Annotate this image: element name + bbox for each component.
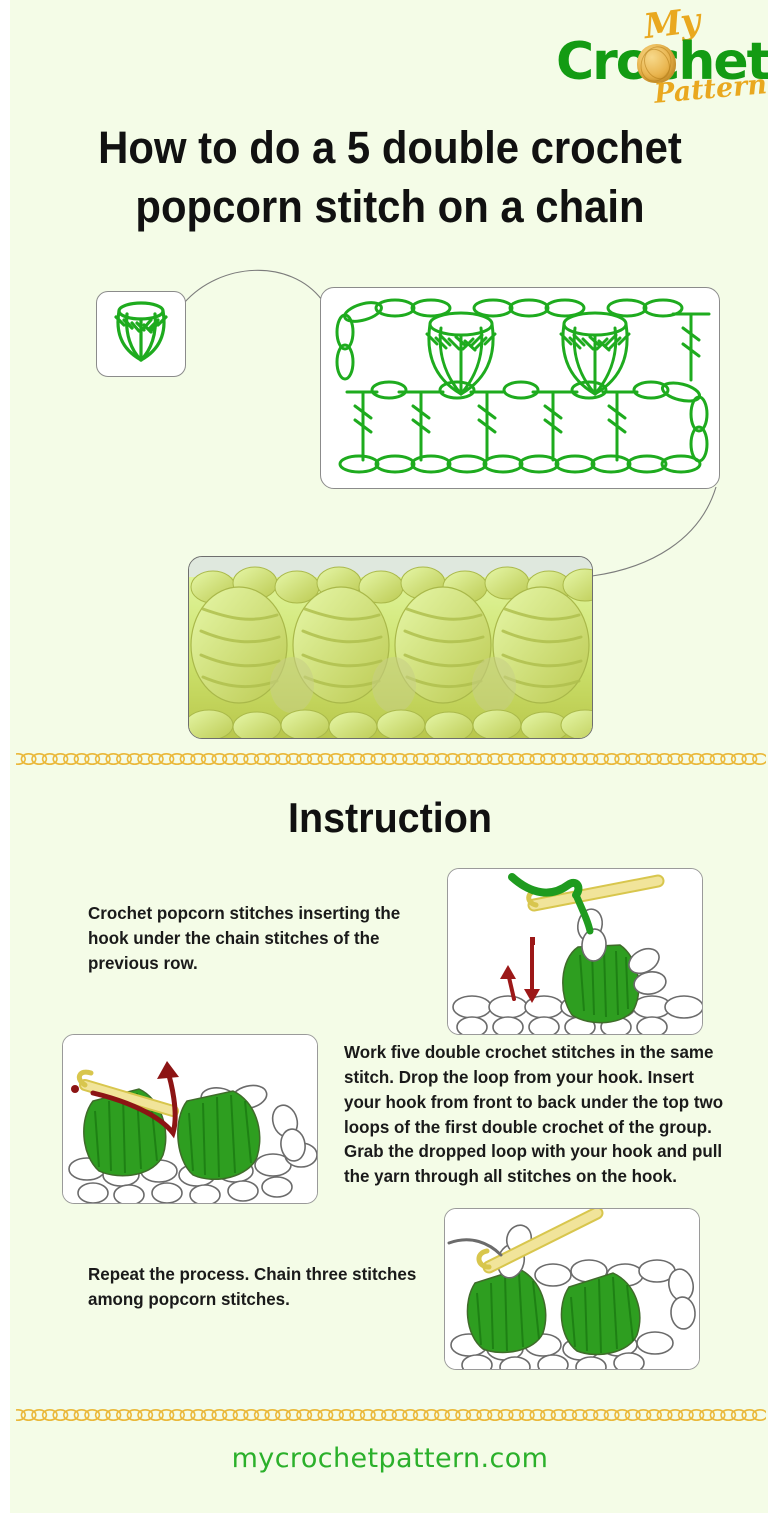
step-3-photo: [444, 1208, 700, 1370]
chain-divider-top: [16, 753, 766, 765]
page-title-line-1: How to do a 5 double crochet: [98, 122, 682, 173]
site-logo: My Crochet Pattern: [554, 1, 768, 110]
step-2-illustration: [63, 1035, 317, 1203]
swatch-illustration: [189, 557, 592, 738]
popcorn-stitch-symbol-icon: [114, 301, 168, 362]
page-title: How to do a 5 double crochet popcorn sti…: [46, 118, 734, 237]
infographic-page: My Crochet Pattern How to do a 5 double …: [10, 0, 768, 1513]
stitch-chart-box: [320, 287, 720, 489]
instruction-step-3-text: Repeat the process. Chain three stitches…: [88, 1264, 417, 1309]
popcorn-stitch-swatch-photo: [188, 556, 593, 739]
popcorn-symbol-box: [96, 291, 186, 377]
page-title-line-2: popcorn stitch on a chain: [135, 181, 645, 233]
instruction-step-2-text: Work five double crochet stitches in the…: [344, 1042, 724, 1187]
crochet-chart-diagram: [335, 298, 711, 474]
step-3-illustration: [445, 1209, 699, 1369]
step-1-photo: [447, 868, 703, 1035]
footer-website-url[interactable]: mycrochetpattern.com: [231, 1443, 549, 1474]
yarn-ball-icon: [637, 44, 676, 83]
step-2-photo: [62, 1034, 318, 1204]
instruction-step-1-text: Crochet popcorn stitches inserting the h…: [88, 903, 401, 973]
step-1-illustration: [448, 869, 702, 1034]
instruction-heading: Instruction: [288, 794, 492, 841]
chain-divider-bottom: [16, 1409, 766, 1421]
